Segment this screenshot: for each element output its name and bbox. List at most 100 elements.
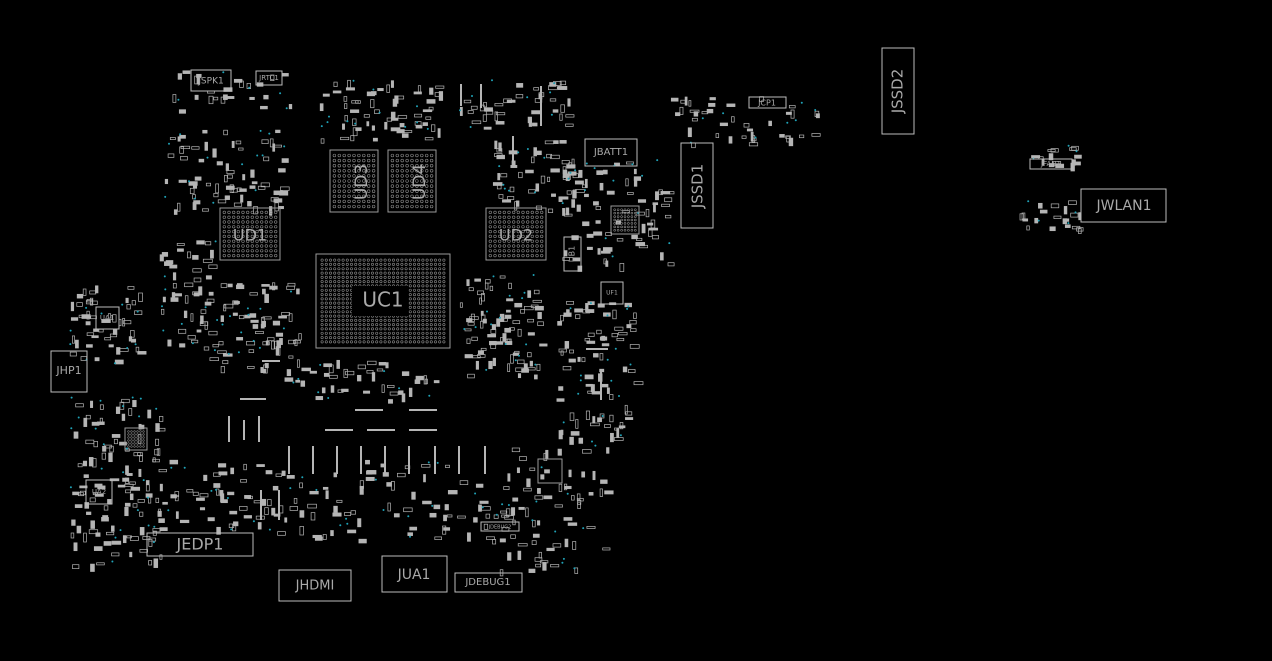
passive-component [586,340,596,344]
ball-pad [395,153,399,158]
ball-pad [390,164,395,168]
connector-jdebug1[interactable]: JDEBUG1 [454,572,523,593]
ball-pad [342,204,346,209]
passive-component [562,166,567,175]
ball-pad [333,271,337,275]
ball-pad [246,225,250,229]
ball-pad [357,158,361,163]
passive-component [581,471,586,478]
ball-pad [264,234,268,239]
connector-jfan1[interactable]: JFAN1 [1029,158,1073,170]
chip-ud2[interactable]: UD2 [485,207,547,261]
ball-pad [260,225,264,229]
ball-pad [498,249,502,253]
ball-pad [434,331,437,335]
ball-pad [498,220,502,224]
passive-component [89,290,97,295]
ball-pad [620,218,623,222]
ball-pad [438,323,442,327]
connector-jhdmi[interactable]: JHDMI [278,569,352,602]
passive-component [333,472,338,478]
ball-pad [429,179,434,183]
passive-component [342,123,345,130]
passive-component [484,107,493,112]
connector-jhp1[interactable]: JHP1 [50,350,88,393]
passive-component [550,564,560,568]
passive-component [748,142,759,147]
ball-pad [236,244,240,248]
connector-jspk1[interactable]: JSPK1 [190,69,232,92]
passive-component [73,431,79,439]
passive-component [173,209,178,215]
passive-component [103,541,112,546]
passive-component [592,416,596,424]
chip-ua1[interactable]: UA1 [95,306,120,330]
ball-pad [623,218,627,222]
chip-ua2[interactable]: UA2 [85,479,113,505]
ball-pad [540,253,544,258]
ball-pad [227,234,231,239]
passive-component [1039,209,1048,214]
passive-component [438,91,444,101]
connector-jwlan1[interactable]: JWLAN1 [1080,188,1167,223]
passive-component [498,142,502,152]
ball-pad [130,445,133,448]
passive-component [145,480,150,485]
chip-ud3[interactable]: UD3 [329,149,379,213]
ball-pad [350,323,353,327]
passive-component [506,309,511,313]
passive-component [158,508,161,516]
passive-component [202,129,208,134]
ball-pad [367,164,371,168]
connector-jssd2[interactable]: JSSD2 [881,47,915,135]
ball-pad [362,336,366,340]
ball-pad [404,323,408,327]
chip-uc1[interactable]: UC1 [315,253,451,349]
connector-jdebug2[interactable]: JDEBUG2 [480,521,520,532]
passive-component [645,209,650,218]
ball-pad [320,340,324,344]
passive-component [220,283,228,288]
ball-pad [540,220,544,224]
chip-ub1[interactable]: UB1 [563,236,582,272]
connector-jrtc1[interactable]: JRTC1 [255,70,283,86]
ball-pad [350,280,353,284]
ball-pad [362,258,366,262]
ball-pad [425,297,429,301]
passive-component [128,408,133,416]
ball-pad [438,280,442,284]
ball-pad [260,210,264,215]
ball-pad [396,340,400,344]
connector-jua1[interactable]: JUA1 [381,555,448,593]
passive-component [104,444,112,449]
ball-pad [333,327,337,331]
connector-jssd1[interactable]: JSSD1 [680,142,714,229]
chip-ud4[interactable]: UD4 [387,149,437,213]
passive-component [799,134,805,139]
connector-jbatt1[interactable]: JBATT1 [584,138,638,167]
ball-pad [345,305,349,309]
ball-pad [404,327,408,331]
via [138,415,141,418]
connector-jcp1[interactable]: JCP1 [748,96,787,109]
ball-pad [260,215,264,219]
ball-pad [408,288,412,292]
via [1027,200,1030,203]
ball-pad [387,331,391,335]
connector-jedp1[interactable]: JEDP1 [146,532,254,557]
chip-uf1[interactable]: UF1 [600,281,624,305]
passive-component [343,368,348,378]
ball-pad [420,174,424,178]
passive-component [503,486,510,490]
ball-pad [350,271,353,275]
passive-component [551,193,556,197]
passive-component [507,363,511,372]
passive-component [281,312,291,316]
chip-ud1[interactable]: UD1 [219,207,281,261]
passive-component [574,308,583,313]
ball-pad [352,179,356,183]
passive-component [414,121,422,126]
passive-component [422,122,428,126]
passive-component [381,384,385,393]
